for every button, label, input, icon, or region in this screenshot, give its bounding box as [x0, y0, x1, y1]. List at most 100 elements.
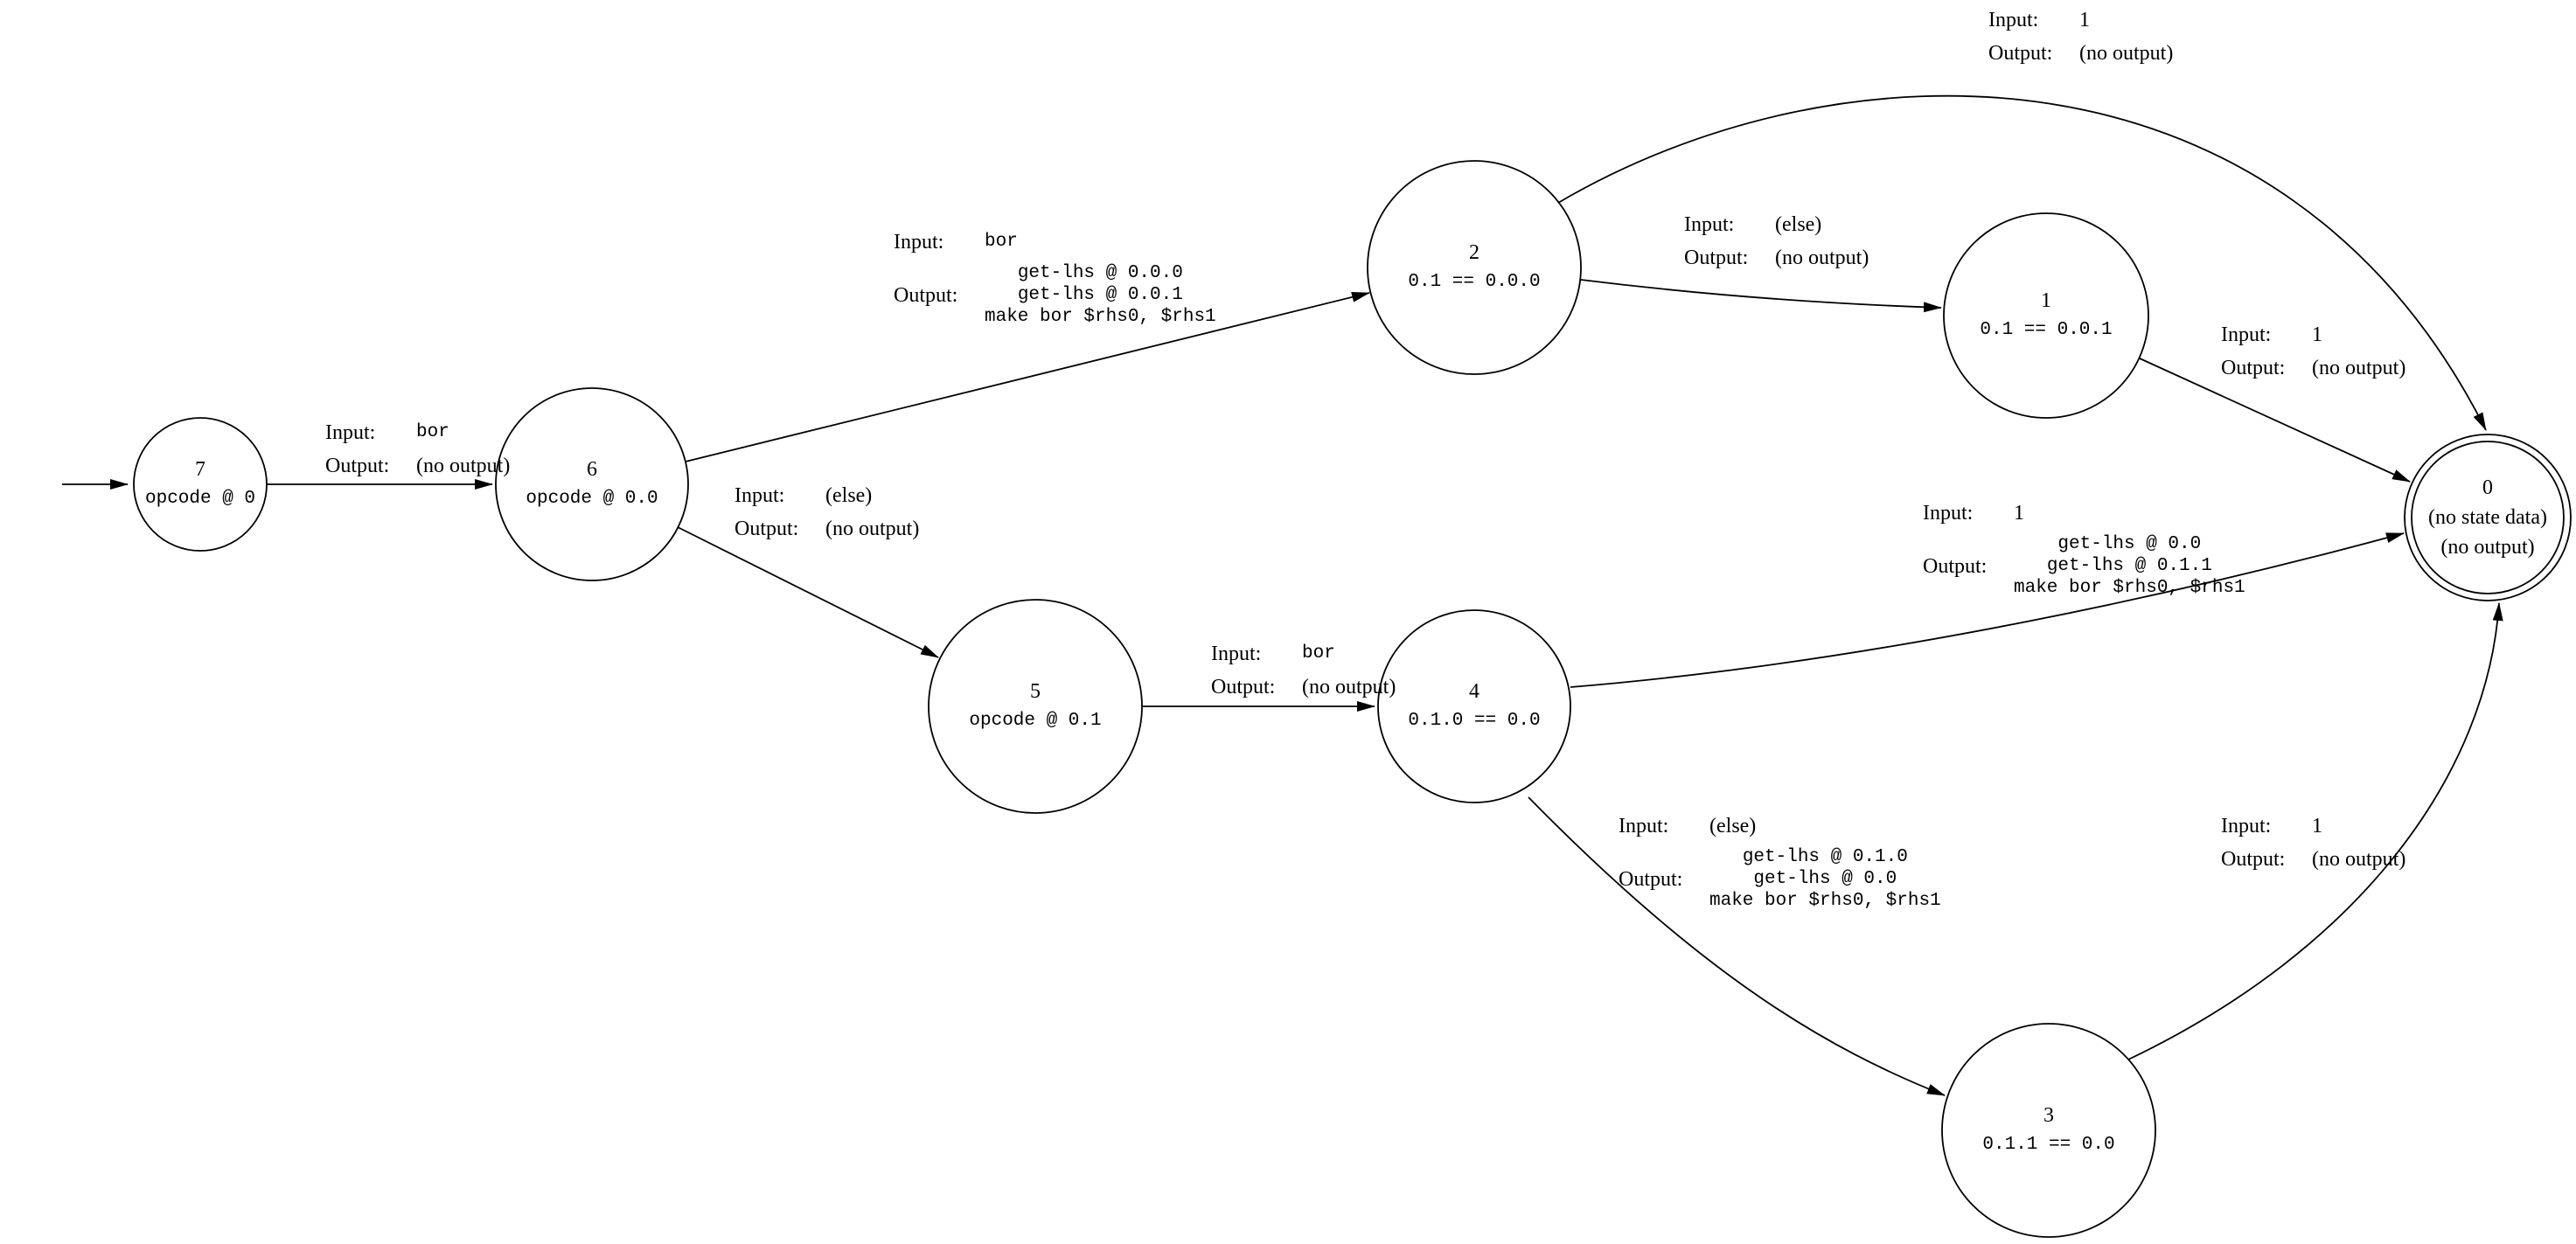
edge-2-1-label: Input: (else) Output: (no output)	[1684, 212, 1869, 271]
output-value: (no output)	[2312, 357, 2406, 379]
state-3-label-line: 0.1.1 == 0.0	[1982, 1135, 2115, 1155]
edge-1-0-output-row: Output: (no output)	[2221, 355, 2405, 381]
input-value: 1	[2312, 815, 2322, 837]
edge-1-0-input-row: Input: 1	[2221, 322, 2405, 348]
state-7-label-line: 7	[195, 458, 205, 481]
edge-6-5-output-row: Output: (no output)	[735, 516, 919, 542]
edge-3-0-input-row: Input:1	[2221, 813, 2405, 839]
state-2-label: 2 0.1 == 0.0.0	[1408, 238, 1540, 297]
input-key: Input:	[325, 421, 376, 444]
output-value-line: get-lhs @ 0.0	[1753, 869, 1897, 889]
input-key: Input:	[894, 231, 944, 254]
output-value-line: get-lhs @ 0.1.1	[2046, 556, 2212, 576]
input-key: Input:	[1923, 502, 1974, 525]
state-6-circle	[495, 387, 689, 581]
edge-2-1-output-row: Output: (no output)	[1684, 245, 1869, 271]
state-4-circle	[1377, 609, 1571, 803]
output-key: Output:	[2221, 357, 2286, 379]
edge-2-0-input-row: Input: 1	[1988, 7, 2173, 33]
state-1-label-line: 1	[2040, 289, 2051, 312]
state-2-circle	[1367, 160, 1582, 375]
state-6-label-line: opcode @ 0.0	[526, 489, 658, 509]
edge-3-0	[2127, 602, 2503, 1060]
input-key: Input:	[1684, 213, 1735, 236]
output-key: Output:	[1923, 554, 1988, 578]
edge-4-3	[1528, 796, 1946, 1096]
output-value-line: get-lhs @ 0.0.1	[1017, 285, 1183, 305]
output-key: Output:	[1211, 676, 1276, 698]
edge-6-5	[677, 526, 939, 658]
input-value: 1	[2312, 323, 2322, 346]
state-7-label: 7 opcode @ 0	[145, 455, 255, 514]
output-value-line: make bor $rhs0, $rhs1	[2014, 578, 2245, 598]
edge-4-0	[1570, 532, 2405, 688]
input-value: bor	[416, 422, 449, 442]
edge-3-0-output-row: Output:(no output)	[2221, 846, 2405, 872]
input-value: (else)	[1775, 213, 1822, 236]
edge-6-5-input-row: Input:(else)	[735, 483, 919, 509]
output-key: Output:	[2221, 848, 2286, 871]
edge-2-0-output-row: Output: (no output)	[1988, 40, 2173, 66]
output-value: (no output)	[2079, 42, 2174, 65]
state-3-circle	[1941, 1023, 2156, 1238]
output-value-line: make bor $rhs0, $rhs1	[1709, 891, 1941, 911]
edge-2-1	[1580, 279, 1942, 313]
edge-7-6-input-row: Input: bor	[325, 420, 510, 446]
output-value: (no output)	[825, 518, 920, 540]
state-0-label: 0 (no state data) (no output)	[2428, 473, 2547, 562]
output-key: Output:	[735, 518, 799, 540]
input-value: (else)	[1709, 815, 1757, 837]
state-7-circle	[133, 417, 268, 552]
output-value: (no output)	[1302, 676, 1396, 698]
state-0-label-line: (no state data)	[2428, 506, 2547, 529]
state-0-label-line: 0	[2482, 476, 2493, 499]
output-value: (no output)	[416, 455, 511, 477]
state-2-label-line: 2	[1468, 241, 1479, 264]
output-key: Output:	[1684, 247, 1749, 269]
input-value: bor	[1302, 643, 1335, 664]
edge-2-1-input-row: Input: (else)	[1684, 212, 1869, 238]
edge-6-5-label: Input:(else) Output: (no output)	[735, 483, 919, 542]
input-key: Input:	[1211, 643, 1262, 665]
state-7-label-line: opcode @ 0	[144, 489, 256, 509]
state-4-label-line: 4	[1468, 680, 1479, 703]
edge-4-0-input-row: Input: 1	[1923, 500, 2245, 526]
state-0-circle	[2404, 434, 2572, 601]
state-0-label-line: (no output)	[2440, 536, 2535, 559]
state-5-label-line: 5	[1029, 680, 1041, 703]
input-key: Input:	[2221, 323, 2272, 346]
edge-5-4-input-row: Input: bor	[1211, 641, 1396, 667]
state-4-label-line: 0.1.0 == 0.0	[1408, 711, 1541, 731]
input-value: 1	[2014, 502, 2024, 525]
state-2-label-line: 0.1 == 0.0.0	[1408, 272, 1541, 292]
output-value-line: get-lhs @ 0.0.0	[1017, 263, 1183, 283]
edge-2-0	[1557, 94, 2487, 431]
input-key: Input:	[1988, 9, 2039, 31]
state-0-inner-circle	[2411, 441, 2565, 594]
output-value-line: get-lhs @ 0.0	[2057, 534, 2202, 554]
input-value: 1	[2079, 9, 2090, 31]
state-3-label-line: 3	[2043, 1104, 2054, 1127]
output-key: Output:	[1988, 42, 2053, 65]
edge-6-2-input-row: Input:bor	[894, 229, 1216, 255]
output-value: (no output)	[1775, 247, 1869, 269]
state-5-circle	[928, 599, 1143, 814]
input-value: (else)	[825, 484, 873, 507]
output-key: Output:	[894, 283, 958, 307]
output-key: Output:	[325, 455, 390, 477]
